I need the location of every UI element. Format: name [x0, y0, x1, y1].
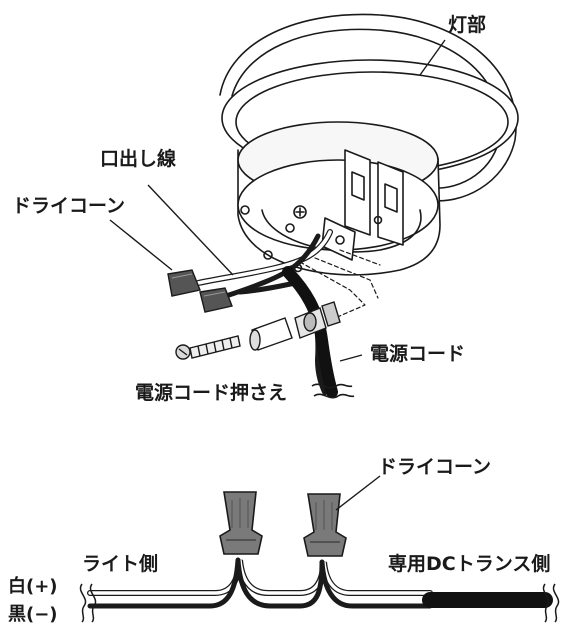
wire-nut-bottom-2	[303, 493, 347, 557]
wire-nut-top-2	[199, 287, 233, 313]
label-lead-wire: 口出し線	[100, 148, 177, 170]
wire-break-right	[542, 583, 560, 623]
power-cord	[282, 266, 338, 398]
label-light-side: ライト側	[82, 553, 159, 575]
label-black-minus: 黒(−)	[8, 604, 58, 625]
wiring-bottom	[87, 557, 553, 609]
wire-break-left	[79, 583, 97, 623]
label-lamp-part: 灯部	[448, 14, 487, 36]
label-wire-nut-bottom: ドライコーン	[378, 456, 492, 478]
cord-break-mark	[311, 383, 355, 399]
label-white-plus: 白(+)	[8, 576, 58, 597]
label-cord-retainer: 電源コード押さえ	[135, 382, 288, 404]
label-power-cord: 電源コード	[370, 343, 466, 365]
cord-retainer-parts	[175, 301, 341, 360]
black-wire	[87, 557, 433, 609]
leader-lines-top	[109, 39, 446, 362]
leader-line-bottom	[335, 475, 381, 511]
wire-nut-top-1	[167, 269, 201, 297]
label-wire-nut-top: ドライコーン	[12, 195, 126, 217]
label-transformer-side: 専用DCトランス側	[388, 553, 551, 575]
light-fixture	[219, 13, 519, 319]
wire-nut-bottom-1	[219, 491, 263, 555]
